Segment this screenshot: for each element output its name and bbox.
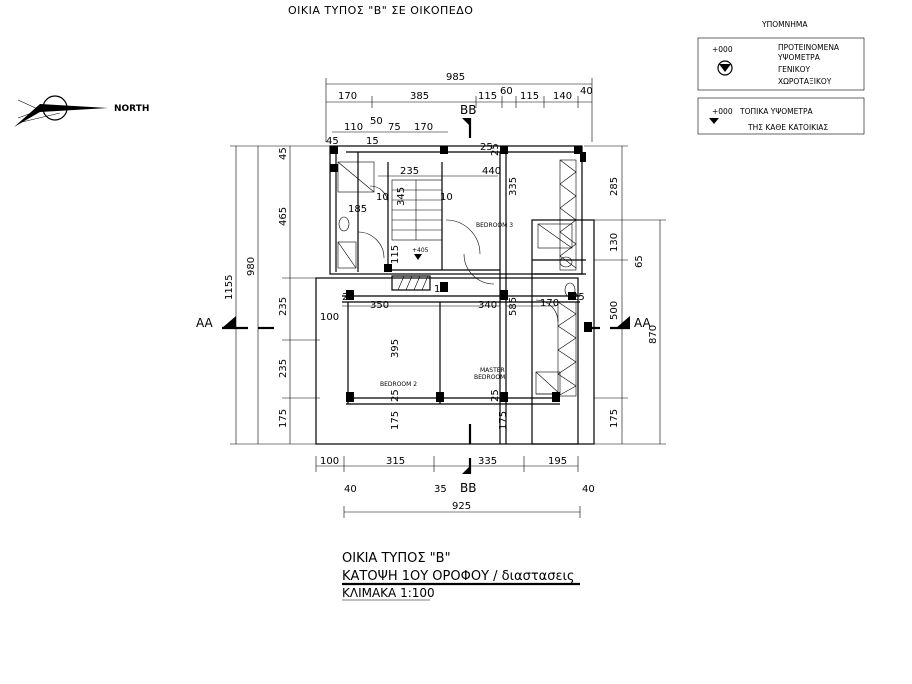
svg-text:40: 40 [344, 484, 357, 495]
legend-level-1: +000 [712, 45, 733, 54]
svg-text:BB: BB [460, 103, 476, 117]
svg-text:175: 175 [390, 411, 401, 430]
svg-text:25: 25 [480, 142, 493, 153]
svg-text:335: 335 [508, 177, 519, 196]
svg-text:35: 35 [434, 484, 447, 495]
svg-text:980: 980 [246, 257, 257, 276]
svg-text:50: 50 [370, 116, 383, 127]
legend-line-6: ΤΗΣ ΚΑΘΕ ΚΑΤΟΙΚΙΑΣ [747, 123, 828, 132]
svg-text:25: 25 [490, 389, 501, 402]
legend-line-4: ΧΩΡΟΤΑΞΙΚΟΥ [778, 77, 832, 86]
svg-text:175: 175 [498, 411, 509, 430]
caption-line-3: ΚΛΙΜΑΚΑ 1:100 [342, 586, 435, 600]
svg-text:60: 60 [500, 86, 513, 97]
svg-text:15: 15 [366, 136, 379, 147]
svg-text:170: 170 [338, 91, 357, 102]
room-master-2: BEDROOM [474, 374, 505, 381]
interior-dimensions: 235 440 10 345 335 185 10 115 585 10 350… [320, 142, 585, 430]
svg-text:10: 10 [440, 192, 453, 203]
svg-text:175: 175 [609, 409, 620, 428]
legend-line-2: ΥΨΟΜΕΤΡΑ [777, 53, 821, 62]
svg-text:285: 285 [609, 177, 620, 196]
svg-text:465: 465 [278, 207, 289, 226]
svg-text:25: 25 [342, 292, 355, 303]
caption-line-2: ΚΑΤΟΨΗ 1ΟΥ ΟΡΟΦΟΥ / διαστασεις [342, 569, 575, 584]
right-dimensions: 285 130 500 175 65 870 [584, 145, 666, 445]
svg-text:115: 115 [478, 91, 497, 102]
svg-text:340: 340 [478, 300, 497, 311]
svg-text:40: 40 [582, 484, 595, 495]
svg-text:65: 65 [634, 255, 645, 268]
legend: ΥΠΟΜΝΗΜΑ +000 ΠΡΟΤΕΙΝΟΜΕΝΑ ΥΨΟΜΕΤΡΑ ΓΕΝΙ… [697, 20, 865, 135]
svg-text:870: 870 [648, 325, 659, 344]
section-bb-bottom: BB [460, 424, 476, 495]
svg-text:45: 45 [278, 147, 289, 160]
left-dimensions: 1155 980 45 465 235 235 175 [224, 145, 330, 445]
svg-text:315: 315 [386, 456, 405, 467]
floor-plan [315, 145, 595, 445]
svg-text:440: 440 [482, 166, 501, 177]
top-dimensions: 985 170 385 115 60 115 140 40 110 50 75 … [325, 72, 593, 147]
section-bb-top: BB [460, 103, 476, 138]
north-label: NORTH [114, 104, 149, 114]
svg-text:25: 25 [390, 389, 401, 402]
svg-text:40: 40 [580, 86, 593, 97]
legend-level-2: +000 [712, 107, 733, 116]
svg-text:500: 500 [609, 301, 620, 320]
room-bedroom3: BEDROOM 3 [476, 222, 513, 229]
svg-text:335: 335 [478, 456, 497, 467]
svg-text:75: 75 [388, 122, 401, 133]
caption: ΟΙΚΙΑ ΤΥΠΟΣ "B" ΚΑΤΟΨΗ 1ΟΥ ΟΡΟΦΟΥ / διασ… [342, 551, 580, 601]
svg-text:985: 985 [446, 72, 465, 83]
svg-text:350: 350 [370, 300, 389, 311]
header-title: ΟΙΚΙΑ ΤΥΠΟΣ "B" ΣΕ ΟΙΚΟΠΕΔΟ [288, 4, 473, 17]
legend-triangle-icon [709, 118, 719, 124]
section-aa-right: AA [584, 316, 652, 330]
svg-text:130: 130 [609, 233, 620, 252]
svg-text:175: 175 [278, 409, 289, 428]
svg-text:235: 235 [400, 166, 419, 177]
svg-text:395: 395 [390, 339, 401, 358]
svg-text:25: 25 [572, 292, 585, 303]
legend-line-5: ΤΟΠΙΚΑ ΥΨΟΜΕΤΡΑ [739, 107, 813, 116]
svg-text:585: 585 [508, 297, 519, 316]
legend-line-3: ΓΕΝΙΚΟΥ [778, 65, 811, 74]
svg-text:115: 115 [390, 245, 401, 264]
legend-line-1: ΠΡΟΤΕΙΝΟΜΕΝΑ [778, 43, 840, 52]
legend-symbol-circle [717, 60, 733, 76]
svg-text:AA: AA [196, 316, 214, 330]
room-master-1: MASTER [480, 367, 505, 374]
svg-text:140: 140 [553, 91, 572, 102]
svg-text:100: 100 [320, 312, 339, 323]
svg-text:235: 235 [278, 297, 289, 316]
svg-text:170: 170 [414, 122, 433, 133]
svg-text:185: 185 [348, 204, 367, 215]
svg-text:110: 110 [344, 122, 363, 133]
svg-text:AA: AA [634, 316, 652, 330]
svg-text:925: 925 [452, 501, 471, 512]
svg-text:115: 115 [520, 91, 539, 102]
room-bedroom2: BEDROOM 2 [380, 381, 417, 388]
svg-text:1155: 1155 [224, 275, 235, 300]
svg-text:100: 100 [320, 456, 339, 467]
level-marker: +405 [412, 247, 429, 254]
caption-line-1: ΟΙΚΙΑ ΤΥΠΟΣ "B" [342, 551, 451, 566]
bottom-dimensions: 100 315 335 195 40 35 40 925 [315, 456, 595, 518]
room-labels: BEDROOM 3 BEDROOM 2 MASTER BEDROOM +405 [380, 222, 513, 388]
svg-text:170: 170 [540, 298, 559, 309]
legend-title: ΥΠΟΜΝΗΜΑ [761, 20, 808, 29]
svg-text:25: 25 [490, 143, 501, 156]
section-aa-left: AA [196, 316, 274, 330]
svg-text:BB: BB [460, 481, 476, 495]
svg-text:195: 195 [548, 456, 567, 467]
svg-text:235: 235 [278, 359, 289, 378]
north-arrow: NORTH [14, 95, 149, 127]
svg-text:385: 385 [410, 91, 429, 102]
svg-text:345: 345 [396, 187, 407, 206]
svg-text:10: 10 [434, 284, 447, 295]
svg-text:10: 10 [376, 192, 389, 203]
svg-text:45: 45 [326, 136, 339, 147]
